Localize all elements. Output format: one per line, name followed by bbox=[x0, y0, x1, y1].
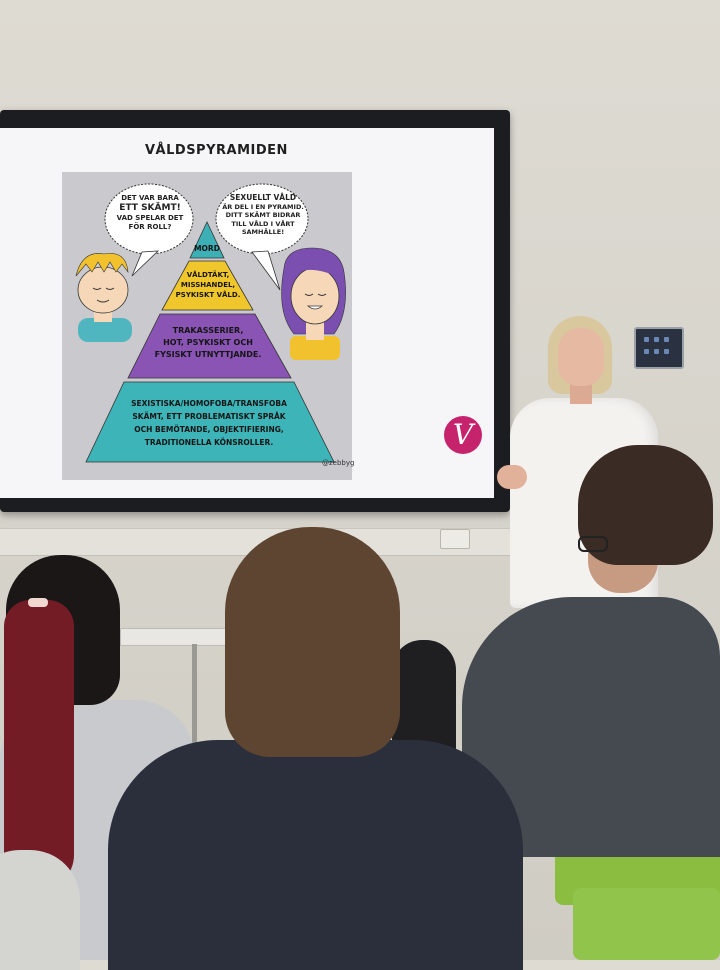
speech-bubble-left bbox=[104, 183, 194, 255]
tier-2-label: VÅLDTÄKT, MISSHANDEL, PSYKISKT VÅLD. bbox=[175, 271, 241, 299]
tier-4-label: SEXISTISKA/HOMOFOBA/TRANSFOBA SKÄMT, ETT… bbox=[131, 399, 287, 447]
green-chair-front bbox=[573, 888, 720, 960]
boy-character bbox=[75, 253, 132, 342]
pyramid-tier-4 bbox=[85, 381, 335, 463]
presenter-neck bbox=[570, 382, 592, 404]
audience-member-center-body bbox=[108, 740, 523, 970]
violence-pyramid-illustration: DET VAR BARA ETT SKÄMT! VAD SPELAR DET F… bbox=[62, 172, 352, 480]
pyramid-tier-3 bbox=[127, 313, 292, 379]
tier-1-label: MORD bbox=[194, 244, 220, 253]
table-top bbox=[120, 628, 232, 646]
bubble-right-text: SEXUELLT VÅLD ÄR DEL I EN PYRAMID. DITT … bbox=[222, 193, 304, 236]
presenter-face bbox=[558, 328, 604, 386]
girl-character bbox=[281, 247, 346, 360]
audience-member-background bbox=[392, 640, 456, 750]
slide-title: VÅLDSPYRAMIDEN bbox=[145, 143, 288, 158]
audience-member-center-hair bbox=[225, 527, 400, 757]
pyramid-tier-2 bbox=[161, 260, 254, 311]
tier-3-label: TRAKASSERIER, HOT, PSYKISKT OCH FYSISKT … bbox=[154, 326, 262, 359]
pyramid-tier-1 bbox=[189, 221, 225, 259]
organization-logo: V bbox=[444, 416, 482, 454]
bubble-left-text: DET VAR BARA ETT SKÄMT! VAD SPELAR DET F… bbox=[116, 194, 184, 231]
audience-member-right-hair bbox=[578, 445, 713, 565]
illustrator-signature: @zebbyg bbox=[322, 459, 355, 467]
pyramid-graphic bbox=[75, 183, 346, 463]
hair-tie bbox=[28, 598, 48, 607]
audience-member-left-ponytail bbox=[4, 600, 74, 890]
power-outlet bbox=[440, 529, 470, 549]
wall-control-panel bbox=[634, 327, 684, 369]
table-leg bbox=[192, 644, 197, 764]
audience-member-far-left bbox=[0, 850, 80, 970]
presenter-hand bbox=[497, 465, 527, 489]
glasses bbox=[578, 536, 608, 552]
